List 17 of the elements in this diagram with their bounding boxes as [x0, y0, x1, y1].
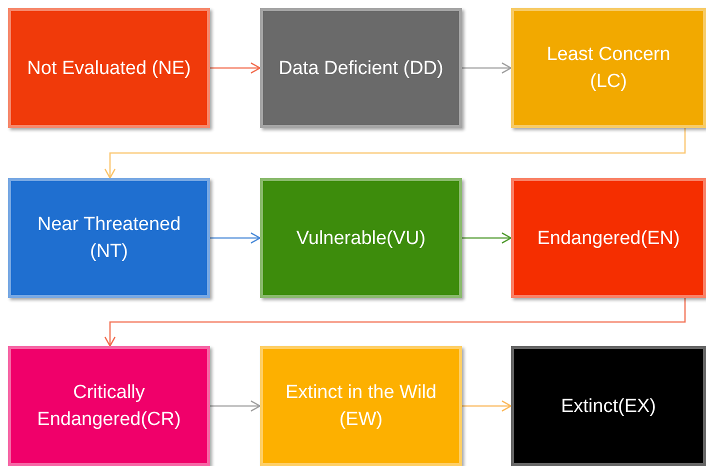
arrow — [210, 62, 261, 74]
arrow — [462, 400, 512, 412]
arrow — [104, 298, 686, 347]
status-box: Extinct(EX) — [511, 346, 706, 466]
status-box: Near Threatened (NT) — [8, 178, 210, 298]
status-box: Data Deficient (DD) — [260, 8, 462, 128]
arrow — [104, 128, 686, 179]
status-box: Endangered(EN) — [511, 178, 706, 298]
status-box: Least Concern (LC) — [511, 8, 706, 128]
arrow — [210, 232, 261, 244]
status-box: Not Evaluated (NE) — [8, 8, 210, 128]
status-box: Critically Endangered(CR) — [8, 346, 210, 466]
status-box: Extinct in the Wild (EW) — [260, 346, 462, 466]
status-box: Vulnerable(VU) — [260, 178, 462, 298]
arrow — [462, 62, 512, 74]
arrow — [210, 400, 261, 412]
arrow — [462, 232, 512, 244]
